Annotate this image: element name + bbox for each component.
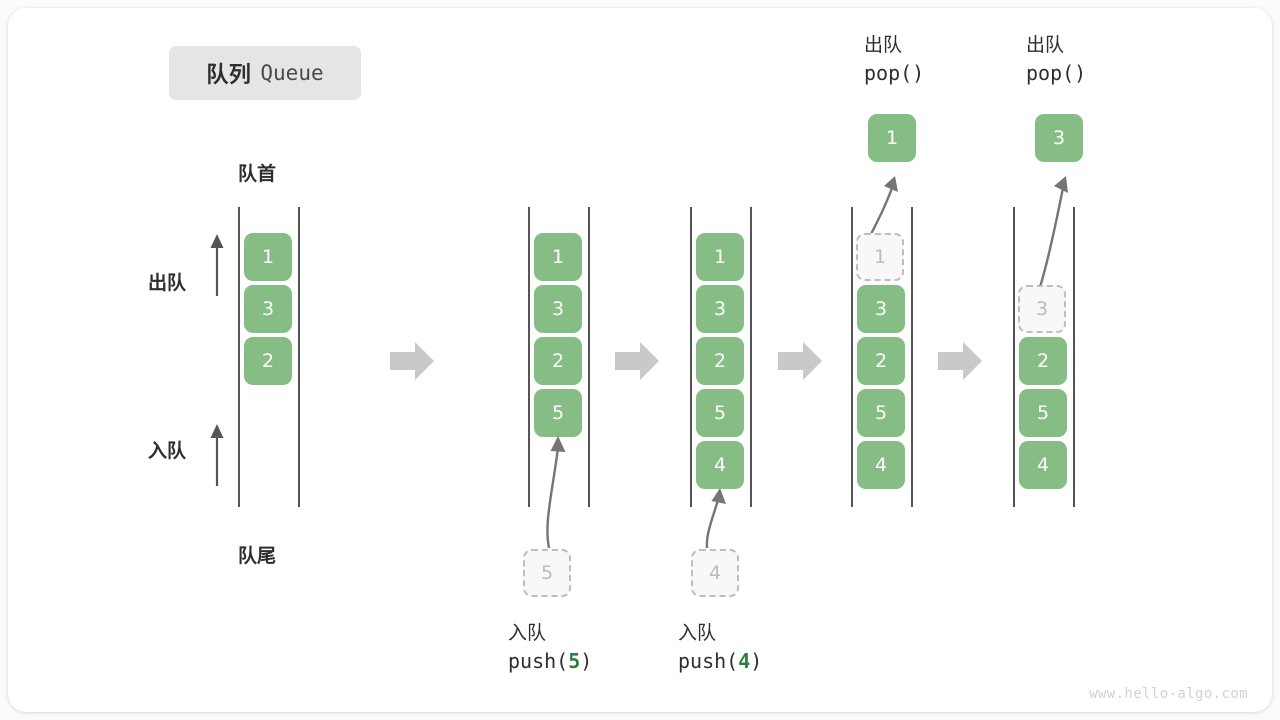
enqueue-direction-label: 入队 [148, 440, 187, 462]
queue-element: 2 [696, 337, 744, 385]
queue-element: 2 [534, 337, 582, 385]
queue-element: 3 [696, 285, 744, 333]
queue-element: 3 [244, 285, 292, 333]
queue-rail-right-4 [911, 207, 913, 507]
queue-element: 5 [1019, 389, 1067, 437]
push-5-caption-code: push(5) [508, 649, 593, 673]
queue-rail-left-1 [238, 207, 240, 507]
push-4-caption: 入队 push(4) [678, 620, 762, 676]
popped-element: 1 [868, 114, 916, 162]
queue-element: 2 [1019, 337, 1067, 385]
queue-element: 4 [696, 441, 744, 489]
queue-rail-left-5 [1013, 207, 1015, 507]
queue-rail-left-4 [851, 207, 853, 507]
queue-tail-label: 队尾 [238, 545, 277, 567]
pop-1-curved-arrow-icon [868, 176, 898, 237]
push-4-ghost-element: 4 [691, 549, 739, 597]
queue-element: 5 [696, 389, 744, 437]
pop-1-caption-cn: 出队 [864, 34, 903, 56]
queue-rail-left-2 [528, 207, 530, 507]
queue-element: 2 [857, 337, 905, 385]
queue-element: 4 [1019, 441, 1067, 489]
stage-transition-arrow-icon [390, 342, 434, 380]
enqueue-direction-arrow-icon [210, 424, 224, 486]
queue-element: 1 [534, 233, 582, 281]
queue-element: 5 [534, 389, 582, 437]
push-5-curved-arrow-icon [546, 436, 566, 549]
queue-head-label: 队首 [238, 163, 277, 185]
stage-transition-arrow-icon [938, 342, 982, 380]
popped-element: 3 [1035, 114, 1083, 162]
pop-3-caption: 出队 pop() [1026, 32, 1086, 88]
queue-element: 4 [857, 441, 905, 489]
queue-element: 3 [534, 285, 582, 333]
diagram-title-badge: 队列 Queue [169, 46, 361, 100]
watermark: www.hello-algo.com [1089, 686, 1248, 702]
title-cn: 队列 [206, 63, 252, 88]
pop-1-caption: 出队 pop() [864, 32, 924, 88]
dequeue-direction-label: 出队 [148, 272, 187, 294]
queue-element: 1 [696, 233, 744, 281]
queue-element: 2 [244, 337, 292, 385]
queue-rail-left-3 [690, 207, 692, 507]
queue-element: 3 [857, 285, 905, 333]
queue-element: 1 [244, 233, 292, 281]
push-5-caption: 入队 push(5) [508, 620, 592, 676]
stage-transition-arrow-icon [778, 342, 822, 380]
push-4-curved-arrow-icon [705, 488, 726, 549]
queue-rail-right-5 [1073, 207, 1075, 507]
push-4-caption-code: push(4) [678, 649, 763, 673]
pop-1-ghost-element: 1 [856, 233, 904, 281]
queue-rail-right-3 [750, 207, 752, 507]
push-5-caption-cn: 入队 [508, 622, 547, 644]
pop-3-caption-cn: 出队 [1026, 34, 1065, 56]
title-en: Queue [260, 61, 324, 85]
pop-3-ghost-element: 3 [1018, 285, 1066, 333]
pop-3-caption-code: pop() [1026, 61, 1087, 85]
push-4-caption-cn: 入队 [678, 622, 717, 644]
pop-1-caption-code: pop() [864, 61, 925, 85]
queue-element: 5 [857, 389, 905, 437]
pop-3-curved-arrow-icon [1037, 176, 1068, 291]
dequeue-direction-arrow-icon [210, 234, 224, 296]
queue-rail-right-1 [298, 207, 300, 507]
stage-transition-arrow-icon [615, 342, 659, 380]
queue-rail-right-2 [588, 207, 590, 507]
push-5-ghost-element: 5 [523, 549, 571, 597]
